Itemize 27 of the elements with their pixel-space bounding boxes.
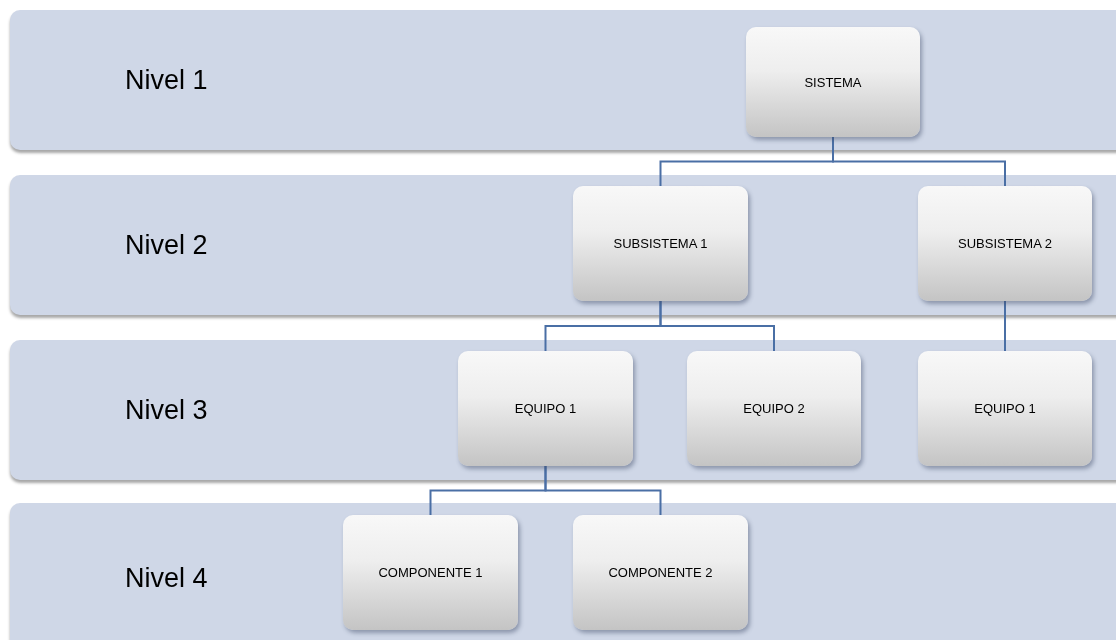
- hierarchy-box: [746, 27, 920, 137]
- connector-line: [1004, 300, 1006, 352]
- hierarchy-box: [918, 186, 1092, 301]
- level-label: Nivel 3: [125, 394, 208, 426]
- box-label: SUBSISTEMA 2: [958, 236, 1052, 251]
- connector-line: [659, 300, 775, 352]
- hierarchy-box: [573, 186, 748, 301]
- hierarchy-box: [343, 515, 518, 630]
- level-band: [10, 503, 1116, 640]
- level-band: [10, 175, 1116, 315]
- level-band: [10, 10, 1116, 150]
- hierarchy-box: [573, 515, 748, 630]
- level-band: [10, 340, 1116, 480]
- connector-line: [544, 465, 662, 516]
- box-label: COMPONENTE 1: [378, 565, 483, 580]
- box-label: EQUIPO 1: [974, 401, 1036, 416]
- box-label: EQUIPO 2: [743, 401, 805, 416]
- level-label: Nivel 2: [125, 229, 208, 261]
- hierarchy-box: [918, 351, 1092, 466]
- box-label: SUBSISTEMA 1: [613, 236, 708, 251]
- hierarchy-box: [458, 351, 633, 466]
- box-label: EQUIPO 1: [514, 401, 577, 416]
- level-label: Nivel 1: [125, 64, 208, 96]
- box-label: SISTEMA: [804, 74, 862, 90]
- hierarchy-box: [687, 351, 861, 466]
- level-label: Nivel 4: [125, 562, 208, 594]
- box-label: COMPONENTE 2: [608, 565, 713, 580]
